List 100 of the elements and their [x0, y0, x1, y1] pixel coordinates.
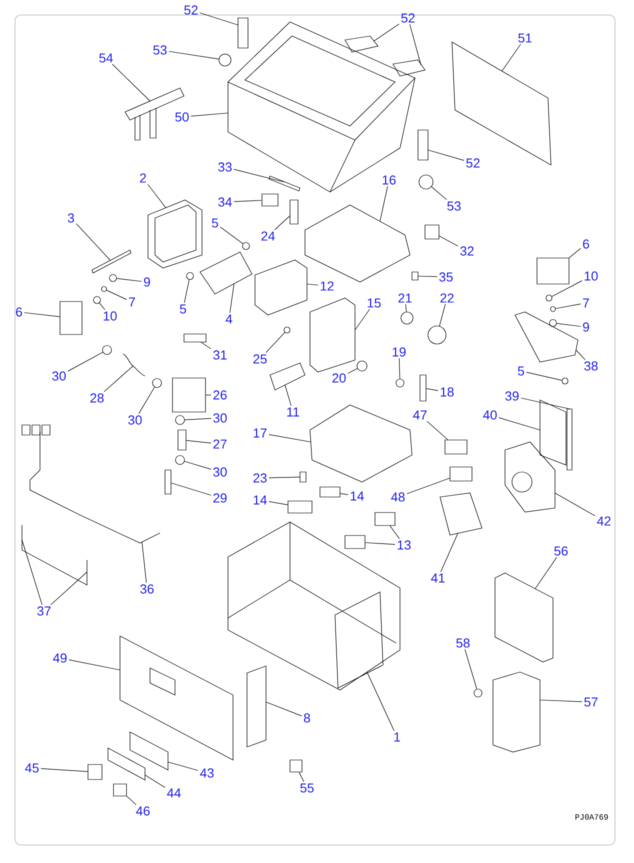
- leader-line: [431, 186, 447, 200]
- part-drawing: [242, 242, 250, 250]
- callout-number: 12: [320, 281, 334, 291]
- part-drawing: [284, 326, 290, 334]
- part-drawing: [88, 764, 102, 780]
- callout-number: 30: [213, 413, 227, 423]
- callout-number: 48: [391, 492, 405, 502]
- leader-line: [126, 796, 136, 805]
- callout-number: 23: [253, 473, 267, 483]
- part-drawing: [474, 688, 482, 698]
- leader-line: [440, 532, 458, 572]
- callout-number: 57: [584, 697, 598, 707]
- callout-number: 27: [213, 439, 227, 449]
- callout-number: 50: [175, 112, 189, 122]
- leader-line: [576, 350, 586, 360]
- callout-number: 52: [466, 158, 480, 168]
- drawing-number: PJ0A769: [575, 814, 608, 820]
- callout-number: 38: [584, 361, 598, 371]
- leader-line: [374, 24, 400, 42]
- callout-number: 37: [37, 606, 51, 616]
- leader-line: [104, 366, 134, 392]
- part-drawing: [418, 174, 434, 190]
- part-drawing: [152, 378, 162, 388]
- callout-number: 15: [368, 298, 381, 308]
- leader-line: [138, 386, 155, 414]
- part-drawing: [428, 326, 446, 344]
- leader-line: [426, 420, 448, 440]
- part-drawing: [424, 224, 440, 240]
- callout-number: 3: [68, 213, 74, 223]
- part-drawing: [218, 54, 232, 66]
- leader-line: [426, 388, 438, 391]
- callout-number: 45: [25, 763, 39, 773]
- callout-number: 1: [394, 732, 400, 742]
- callout-number: 56: [554, 546, 568, 556]
- callout-number: 11: [287, 408, 300, 416]
- leader-line: [22, 540, 42, 605]
- callout-number: 34: [218, 197, 232, 207]
- leader-line: [268, 476, 300, 478]
- part-drawing: [562, 378, 568, 384]
- callout-number: 46: [136, 806, 150, 816]
- callout-number: 7: [129, 298, 135, 306]
- part-drawing: [178, 430, 186, 450]
- leader-line: [68, 660, 120, 670]
- callout-number: 19: [392, 347, 406, 357]
- callout-number: 16: [382, 175, 396, 185]
- part-drawing: [374, 512, 396, 526]
- leader-line: [76, 223, 110, 260]
- leader-line: [268, 434, 312, 442]
- callout-number: 5: [518, 366, 524, 376]
- leader-line: [464, 649, 478, 690]
- leader-line: [168, 51, 220, 60]
- part-drawing: [290, 760, 302, 772]
- part-drawing: [290, 200, 298, 224]
- callout-number: 5: [212, 218, 218, 228]
- callout-number: 44: [167, 788, 181, 798]
- leader-line: [184, 418, 212, 420]
- callout-number: 42: [597, 516, 611, 526]
- leader-line: [168, 762, 198, 771]
- callout-number: 5: [180, 304, 186, 314]
- part-drawing: [344, 535, 366, 549]
- part-drawing: [550, 306, 556, 312]
- callout-number: 10: [584, 271, 598, 281]
- callout-number: 9: [583, 322, 589, 332]
- callout-number: 53: [447, 201, 461, 211]
- leader-line: [366, 672, 394, 732]
- callout-number: 49: [53, 653, 67, 663]
- callout-number: 31: [213, 350, 227, 360]
- leader-line: [534, 557, 557, 590]
- leader-line: [201, 342, 212, 350]
- leader-line: [526, 372, 562, 381]
- leader-line: [354, 308, 370, 330]
- leader-line: [284, 384, 292, 406]
- callout-number: 29: [213, 493, 227, 503]
- callout-number: 6: [583, 239, 590, 249]
- leader-line: [554, 492, 596, 516]
- callout-number: 41: [431, 574, 445, 582]
- leader-line: [439, 236, 458, 246]
- leader-line: [190, 112, 228, 117]
- leader-line: [142, 542, 147, 583]
- part-drawing: [288, 500, 312, 514]
- leader-line: [520, 398, 570, 410]
- leader-line: [186, 440, 212, 444]
- callout-number: 52: [184, 5, 198, 15]
- callout-number: 8: [304, 713, 310, 723]
- callout-number: 30: [213, 467, 227, 477]
- part-drawing: [175, 455, 185, 465]
- part-drawing: [396, 378, 404, 388]
- part-drawing: [400, 312, 414, 324]
- leader-line: [409, 24, 422, 66]
- part-drawing: [546, 294, 552, 302]
- leader-line: [406, 478, 450, 494]
- callout-number: 13: [398, 540, 411, 550]
- leader-line: [220, 226, 244, 244]
- part-drawing: [262, 194, 278, 206]
- leader-line: [540, 700, 582, 702]
- callout-number: 14: [350, 492, 364, 500]
- part-drawing: [60, 301, 82, 335]
- part-drawing: [320, 486, 340, 498]
- leader-line: [556, 323, 581, 327]
- callout-number: 20: [332, 373, 346, 383]
